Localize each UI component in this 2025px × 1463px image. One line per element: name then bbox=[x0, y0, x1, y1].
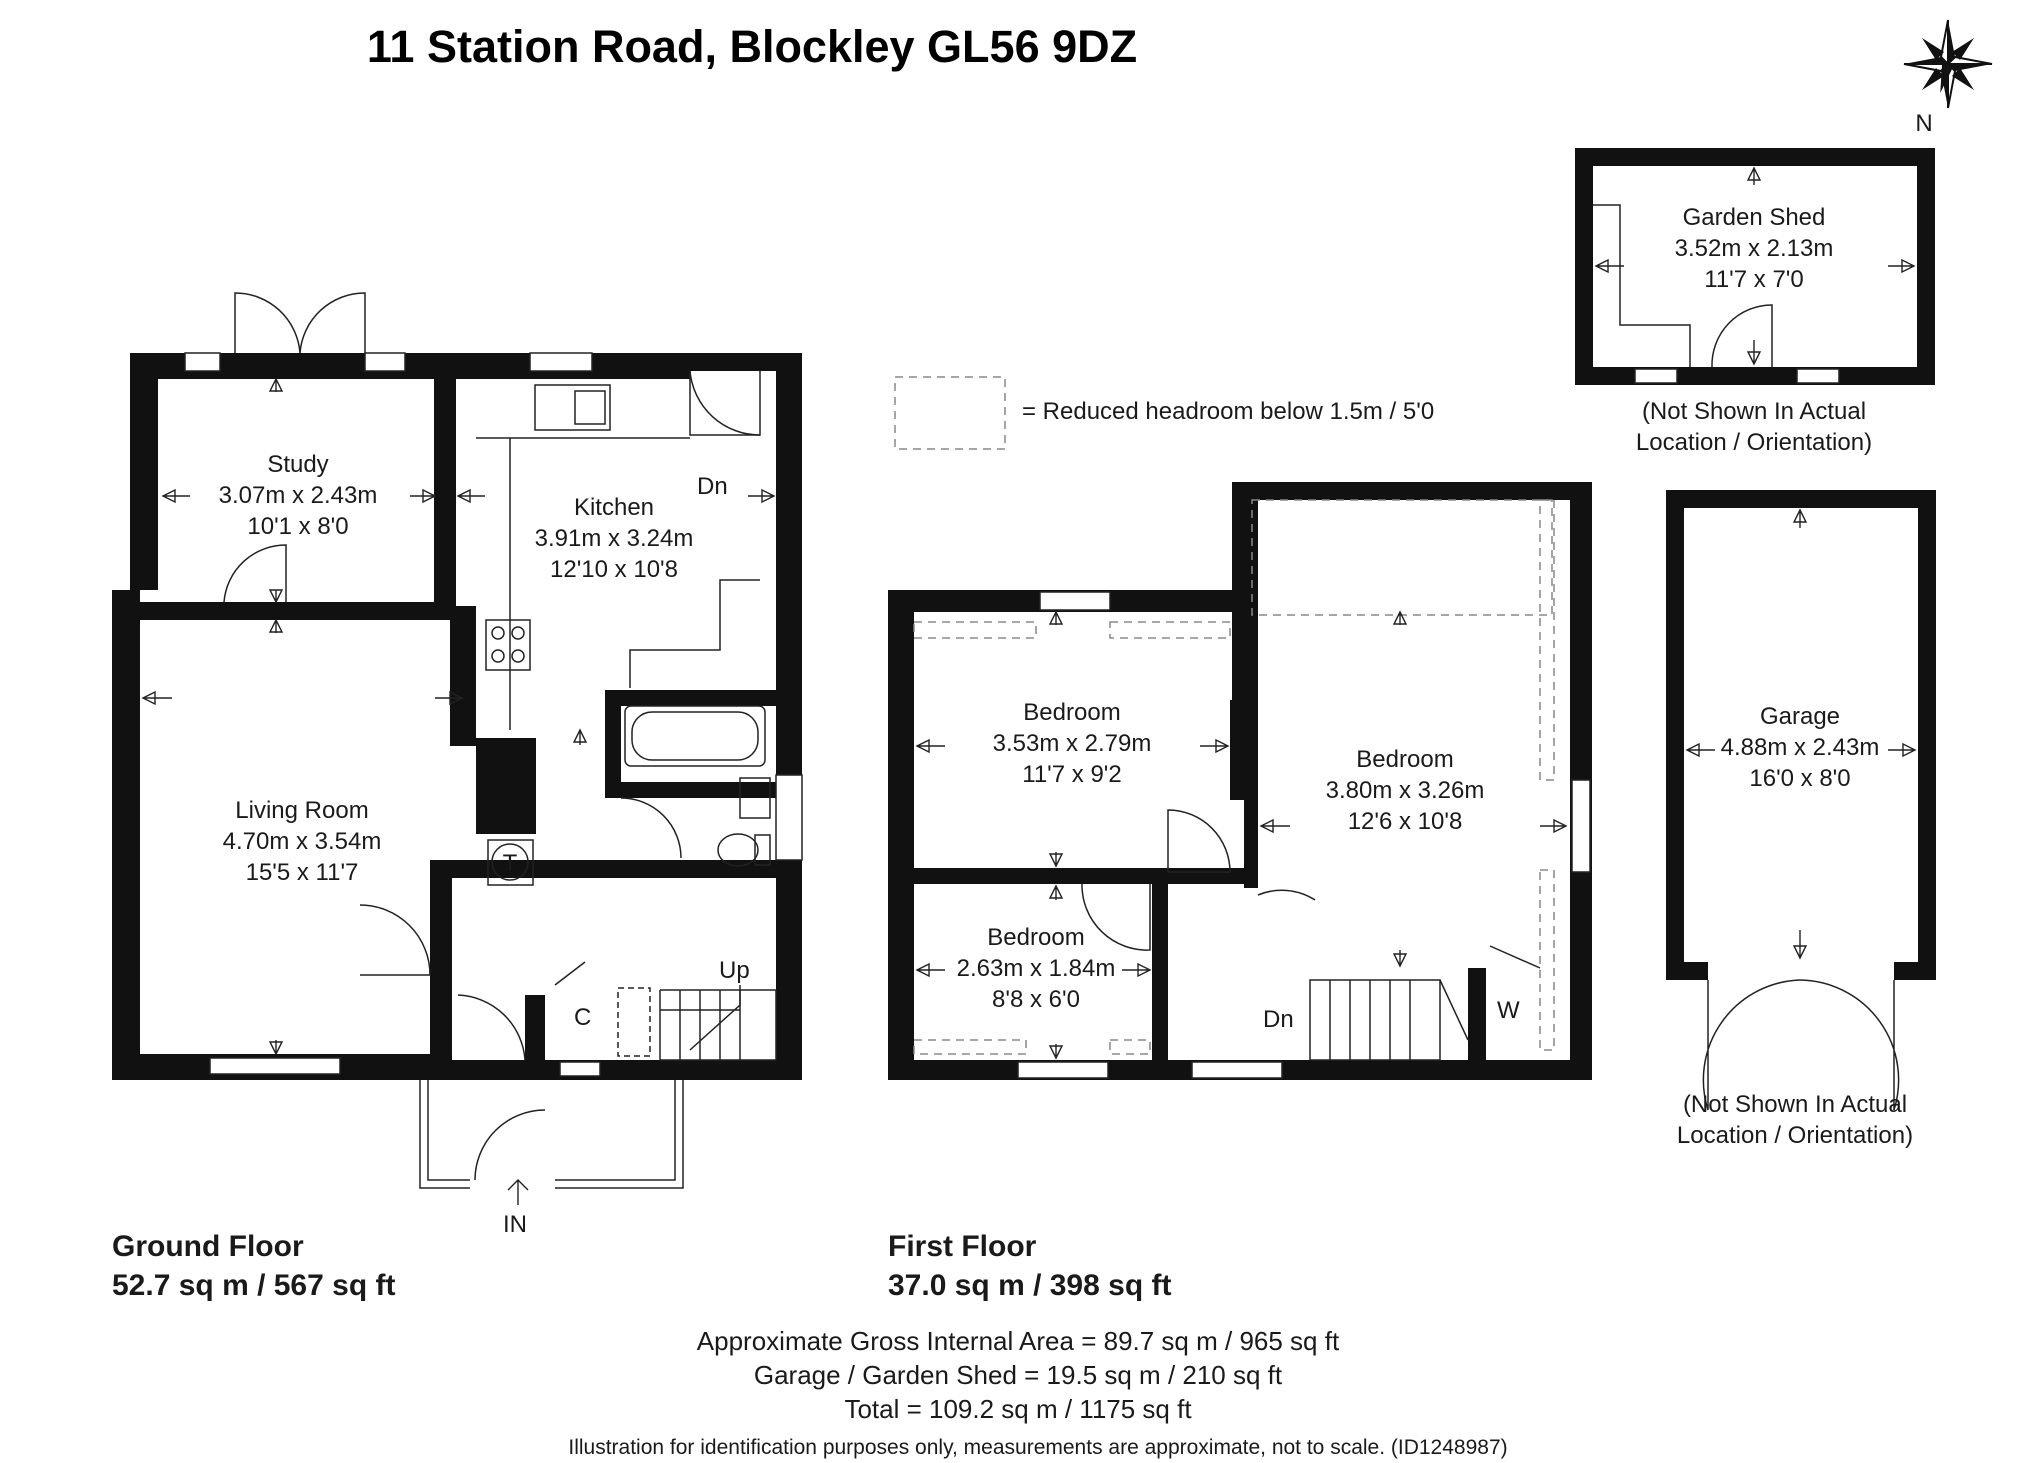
garage-metric: 4.88m x 2.43m bbox=[1721, 734, 1880, 761]
study-name: Study bbox=[267, 451, 328, 478]
wardrobe-label: W bbox=[1497, 997, 1520, 1024]
total-area: Total = 109.2 sq m / 1175 sq ft bbox=[844, 1394, 1192, 1424]
reduced-headroom-swatch bbox=[894, 376, 1006, 450]
cylinder-label: T bbox=[503, 850, 518, 877]
bedroom-3-name: Bedroom bbox=[987, 924, 1084, 951]
first-floor-name: First Floor bbox=[888, 1230, 1037, 1263]
kitchen-name: Kitchen bbox=[574, 494, 654, 521]
bedroom-1-metric: 3.53m x 2.79m bbox=[993, 730, 1152, 757]
outbuildings-area: Garage / Garden Shed = 19.5 sq m / 210 s… bbox=[754, 1360, 1283, 1390]
reduced-headroom-legend: = Reduced headroom below 1.5m / 5'0 bbox=[1022, 398, 1434, 425]
ground-floor-area: 52.7 sq m / 567 sq ft bbox=[112, 1269, 395, 1302]
bedroom-2-imperial: 12'6 x 10'8 bbox=[1348, 808, 1463, 835]
bedroom-1-imperial: 11'7 x 9'2 bbox=[1022, 761, 1121, 788]
garage-note-line2: Location / Orientation) bbox=[1677, 1122, 1913, 1149]
shed-name: Garden Shed bbox=[1683, 204, 1826, 231]
shed-metric: 3.52m x 2.13m bbox=[1675, 235, 1834, 262]
kitchen-metric: 3.91m x 3.24m bbox=[535, 525, 694, 552]
ground-floor-plan bbox=[112, 292, 803, 1205]
ground-floor-name: Ground Floor bbox=[112, 1230, 304, 1263]
study-metric: 3.07m x 2.43m bbox=[219, 482, 378, 509]
compass-north-label: N bbox=[1915, 110, 1932, 137]
bedroom-1-name: Bedroom bbox=[1023, 699, 1120, 726]
garage-imperial: 16'0 x 8'0 bbox=[1749, 765, 1850, 792]
garage-plan bbox=[1666, 490, 1936, 1111]
shed-imperial: 11'7 x 7'0 bbox=[1704, 266, 1803, 293]
bedroom-3-imperial: 8'8 x 6'0 bbox=[992, 986, 1080, 1013]
kitchen-imperial: 12'10 x 10'8 bbox=[550, 556, 678, 583]
plan-title: 11 Station Road, Blockley GL56 9DZ bbox=[367, 21, 1137, 72]
garage-note-line1: (Not Shown In Actual bbox=[1683, 1091, 1907, 1118]
first-floor-area: 37.0 sq m / 398 sq ft bbox=[888, 1269, 1171, 1302]
bedroom-3-metric: 2.63m x 1.84m bbox=[957, 955, 1116, 982]
disclaimer: Illustration for identification purposes… bbox=[568, 1436, 1507, 1459]
stairs-up-label: Up bbox=[719, 957, 750, 984]
cupboard-label: C bbox=[574, 1004, 591, 1031]
bedroom-2-metric: 3.80m x 3.26m bbox=[1326, 777, 1485, 804]
study-imperial: 10'1 x 8'0 bbox=[247, 513, 348, 540]
kitchen-down-label: Dn bbox=[697, 473, 728, 500]
garden-shed-plan bbox=[1575, 148, 1935, 385]
first-floor-plan bbox=[888, 482, 1592, 1080]
living-room-imperial: 15'5 x 11'7 bbox=[246, 859, 359, 886]
shed-note-line1: (Not Shown In Actual bbox=[1642, 398, 1866, 425]
shed-note-line2: Location / Orientation) bbox=[1636, 429, 1872, 456]
living-room-metric: 4.70m x 3.54m bbox=[223, 828, 382, 855]
garage-name: Garage bbox=[1760, 703, 1840, 730]
gross-area: Approximate Gross Internal Area = 89.7 s… bbox=[697, 1326, 1340, 1356]
entrance-label: IN bbox=[503, 1211, 527, 1238]
first-floor-down-label: Dn bbox=[1263, 1006, 1294, 1033]
compass-icon bbox=[1903, 19, 1993, 109]
bedroom-2-name: Bedroom bbox=[1356, 746, 1453, 773]
living-room-name: Living Room bbox=[235, 797, 368, 824]
